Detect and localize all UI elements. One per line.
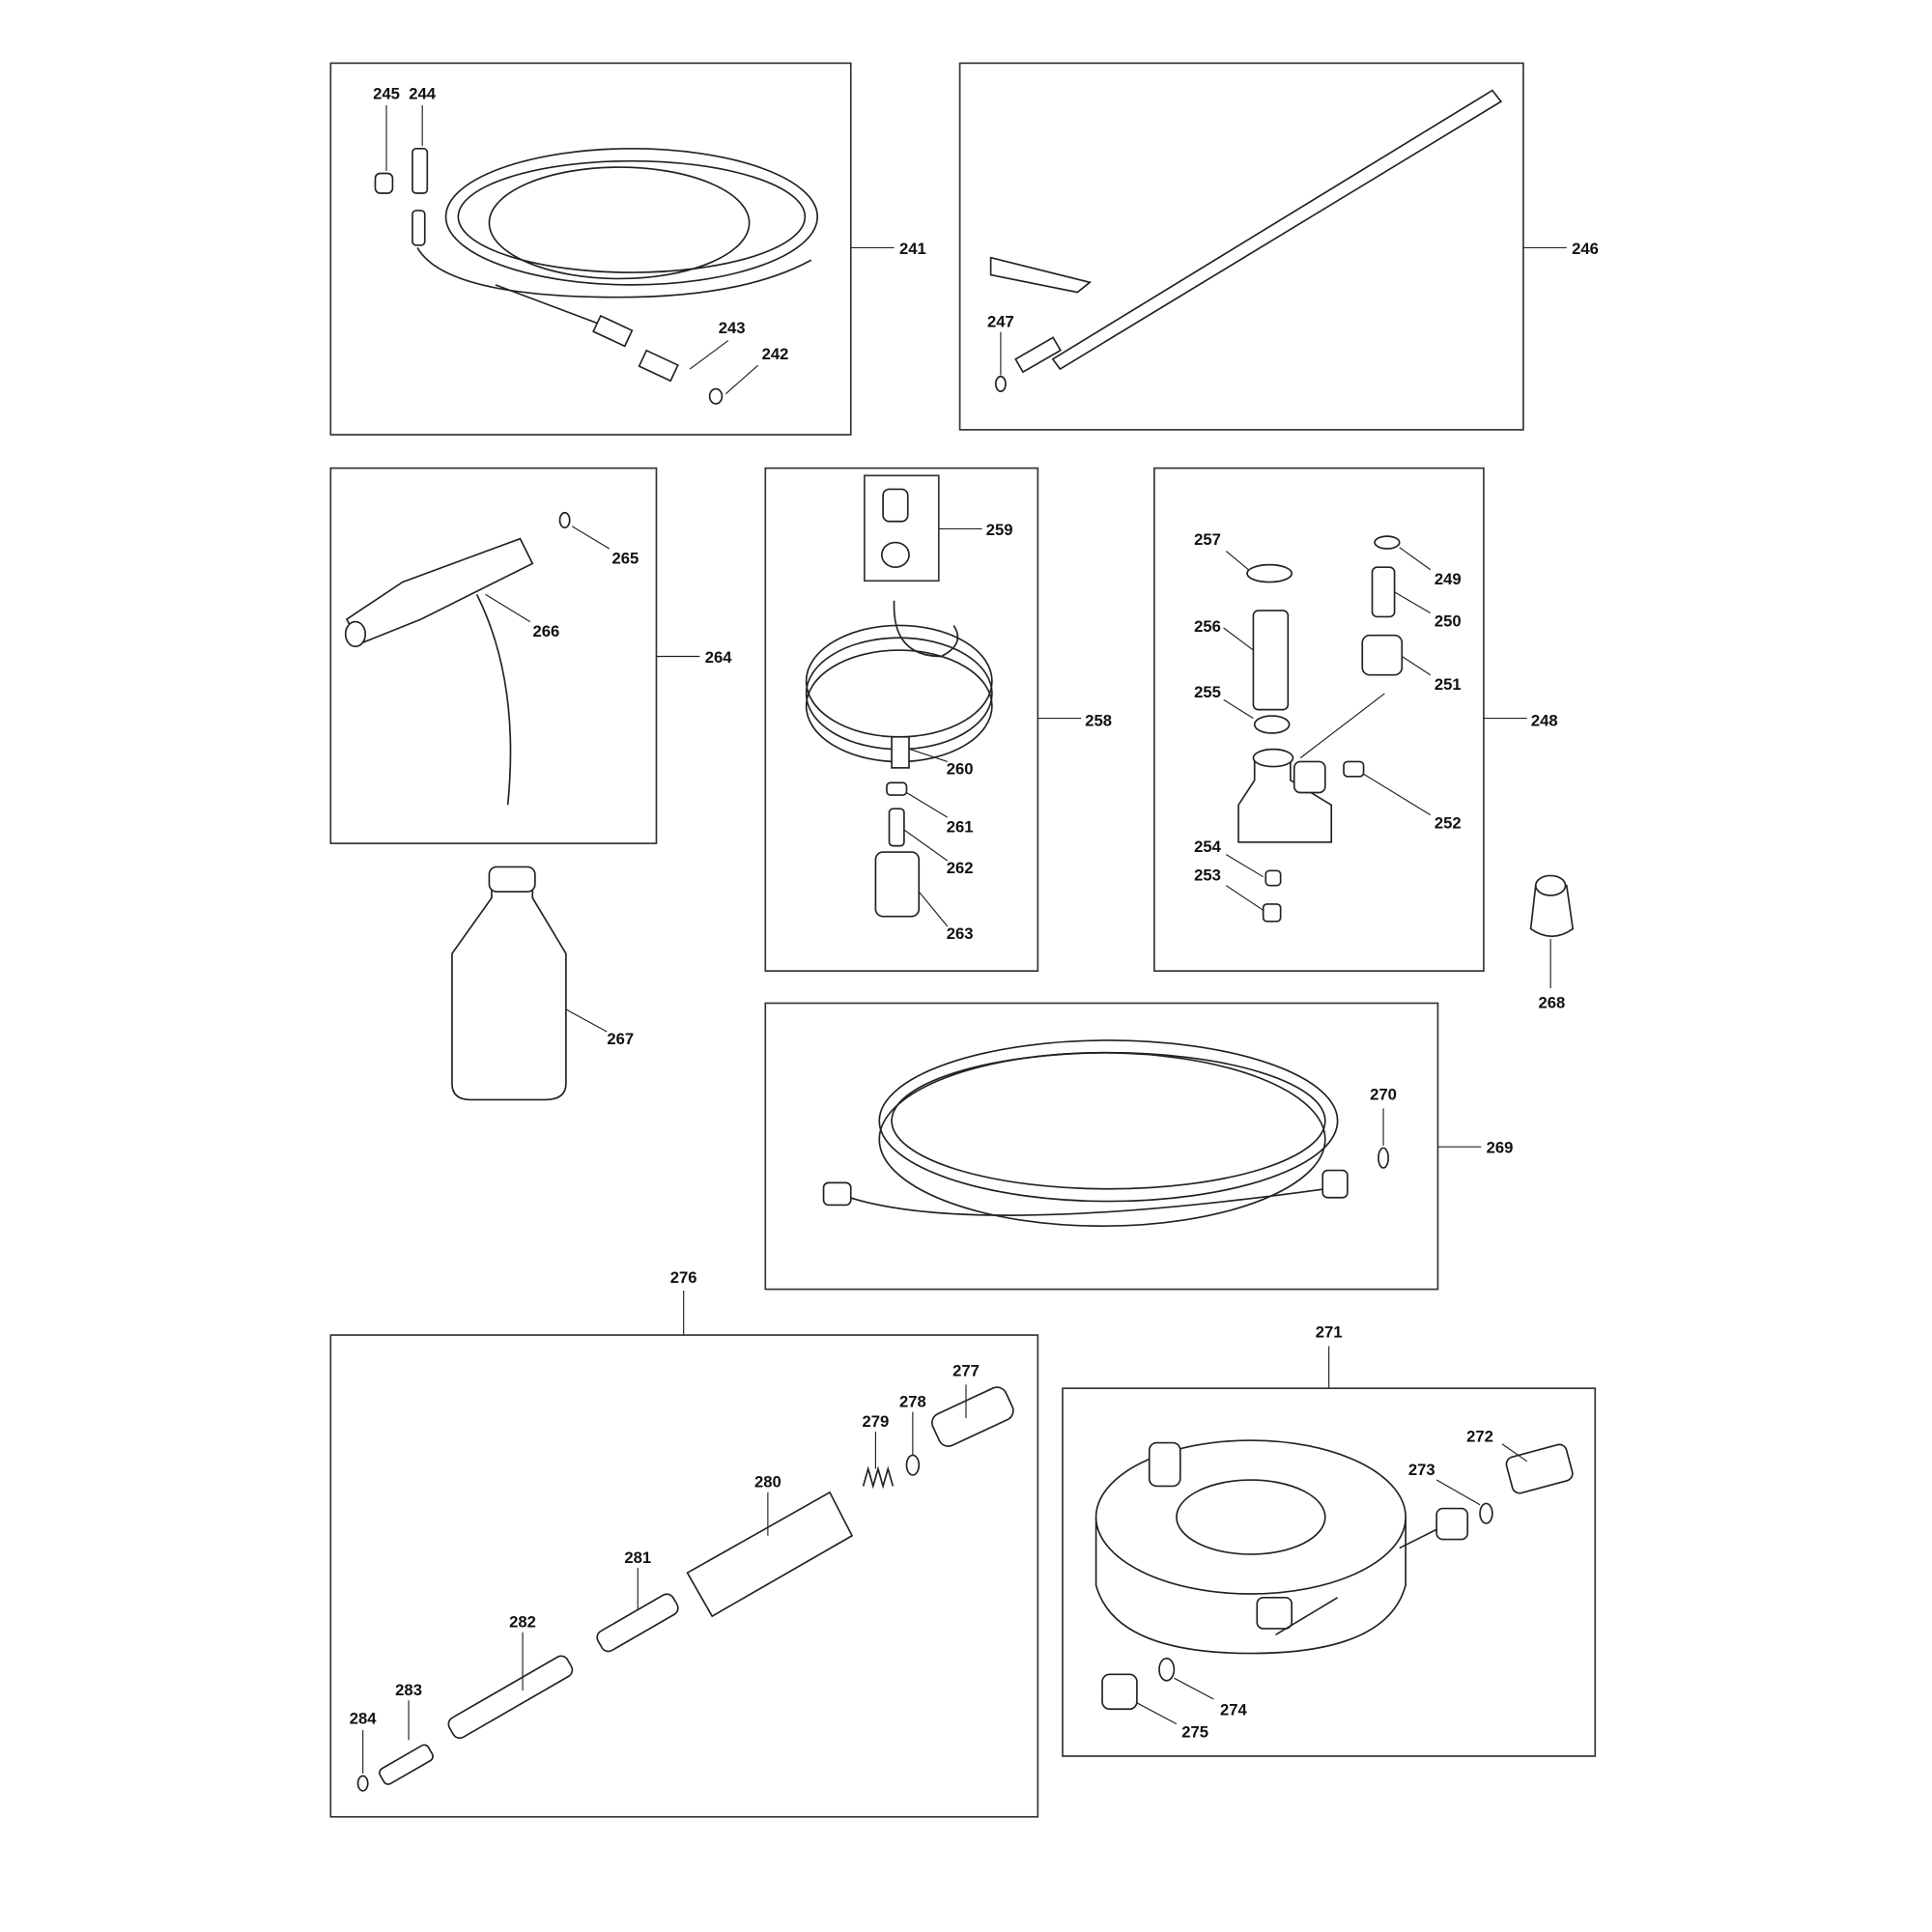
part-label-267: 267 bbox=[607, 1030, 634, 1048]
part-245-nut bbox=[374, 172, 394, 194]
part-263-filter bbox=[874, 851, 921, 918]
part-label-256: 256 bbox=[1194, 617, 1221, 636]
part-label-245: 245 bbox=[373, 85, 400, 103]
part-label-276: 276 bbox=[670, 1268, 697, 1287]
part-label-265: 265 bbox=[612, 549, 639, 567]
part-label-279: 279 bbox=[863, 1412, 890, 1431]
part-label-258: 258 bbox=[1085, 711, 1112, 729]
part-label-246: 246 bbox=[1572, 240, 1599, 258]
part-268-nozzle: 268 bbox=[1529, 874, 1575, 1012]
part-label-269: 269 bbox=[1487, 1139, 1514, 1157]
hose-coil bbox=[444, 148, 818, 286]
part-label-261: 261 bbox=[947, 818, 974, 837]
part-label-266: 266 bbox=[532, 622, 559, 640]
part-267-bottle: 267 bbox=[451, 866, 634, 1101]
part-label-260: 260 bbox=[947, 759, 974, 778]
part-label-278: 278 bbox=[899, 1392, 926, 1410]
part-label-255: 255 bbox=[1194, 683, 1221, 701]
group-264-foam-gun: 264 265 266 bbox=[329, 467, 733, 844]
part-label-242: 242 bbox=[762, 345, 789, 363]
part-label-282: 282 bbox=[509, 1613, 536, 1632]
part-label-244: 244 bbox=[409, 85, 437, 103]
group-276-lance: 276 277 278 279 280 281 282 283 284 bbox=[329, 1268, 1039, 1818]
part-label-280: 280 bbox=[754, 1473, 781, 1492]
part-label-250: 250 bbox=[1435, 612, 1462, 631]
part-244-fitting bbox=[412, 148, 429, 194]
part-label-268: 268 bbox=[1539, 994, 1566, 1012]
part-280-handle bbox=[686, 1491, 854, 1618]
group-246-lance: 246 247 bbox=[958, 62, 1599, 431]
part-label-241: 241 bbox=[899, 240, 926, 258]
part-label-247: 247 bbox=[987, 312, 1014, 330]
part-label-253: 253 bbox=[1194, 867, 1221, 885]
part-label-249: 249 bbox=[1435, 570, 1462, 588]
part-label-252: 252 bbox=[1435, 814, 1462, 833]
part-label-270: 270 bbox=[1370, 1085, 1397, 1103]
part-label-254: 254 bbox=[1194, 838, 1222, 856]
part-label-262: 262 bbox=[947, 859, 974, 877]
part-label-272: 272 bbox=[1466, 1427, 1493, 1445]
part-label-251: 251 bbox=[1435, 675, 1462, 694]
part-label-275: 275 bbox=[1181, 1723, 1208, 1742]
part-label-284: 284 bbox=[350, 1710, 378, 1728]
part-label-281: 281 bbox=[624, 1548, 651, 1567]
group-241-hose-kit: 241 245 244 243 242 bbox=[329, 62, 926, 436]
part-label-259: 259 bbox=[986, 521, 1013, 539]
part-label-248: 248 bbox=[1531, 711, 1558, 729]
part-label-273: 273 bbox=[1408, 1461, 1435, 1479]
part-label-263: 263 bbox=[947, 924, 974, 943]
group-271-surface-cleaner: 271 272 273 274 275 bbox=[1062, 1323, 1597, 1757]
group-248-injector: 248 257 256 255 249 250 251 252 254 253 bbox=[1153, 467, 1558, 972]
part-label-257: 257 bbox=[1194, 530, 1221, 549]
part-label-243: 243 bbox=[719, 319, 746, 337]
part-label-271: 271 bbox=[1316, 1323, 1343, 1342]
part-243-coupler bbox=[638, 349, 679, 383]
part-label-274: 274 bbox=[1220, 1701, 1248, 1719]
part-label-264: 264 bbox=[705, 648, 733, 667]
part-label-283: 283 bbox=[395, 1681, 422, 1699]
group-258-detergent-coil: 258 259 260 261 262 263 bbox=[764, 467, 1112, 972]
part-label-277: 277 bbox=[952, 1361, 980, 1379]
group-269-extension-hose: 269 270 bbox=[764, 1002, 1514, 1291]
